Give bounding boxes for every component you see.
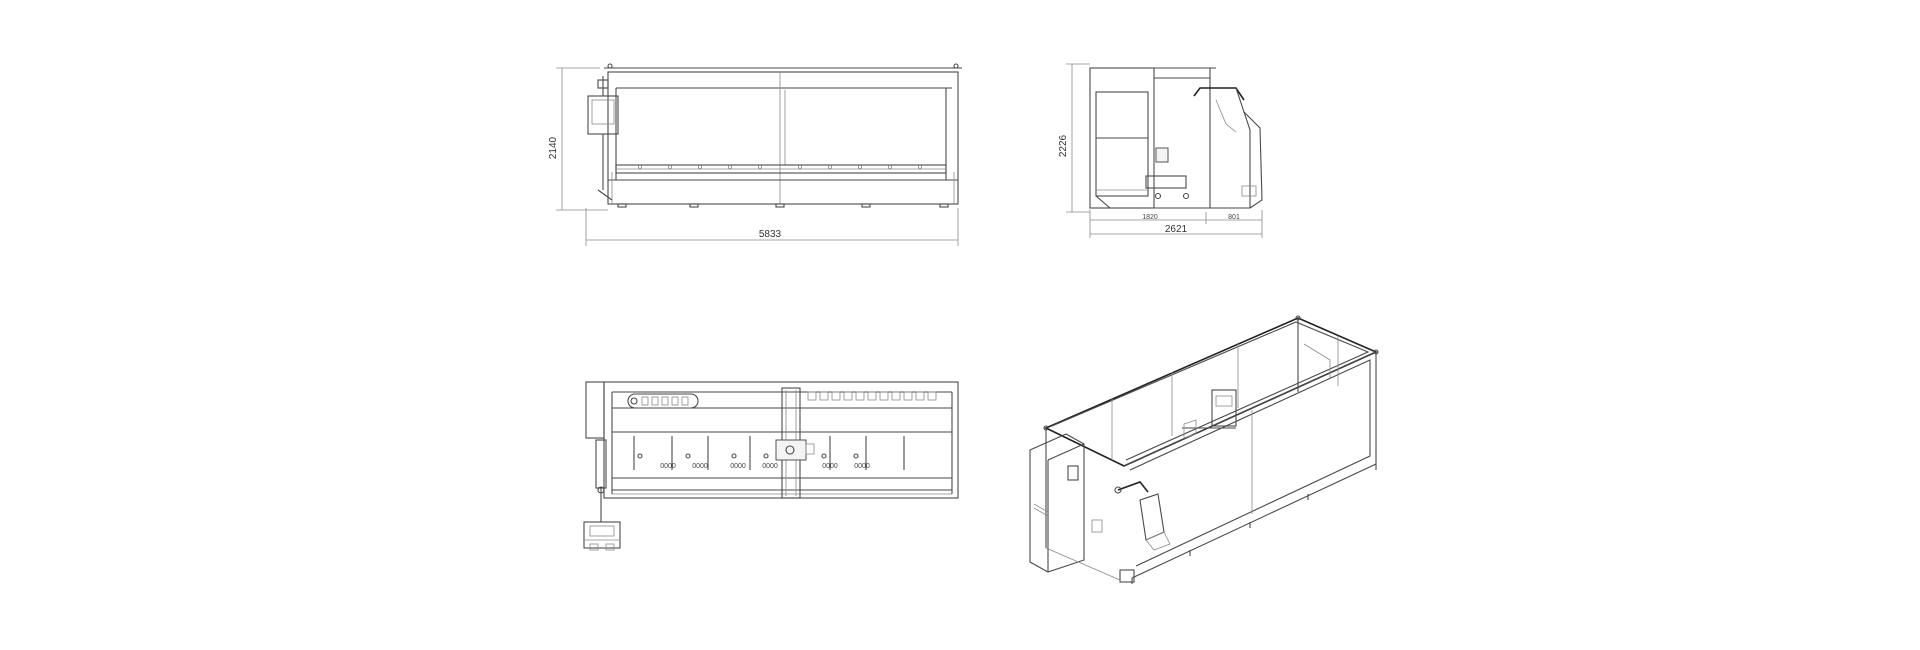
top-view: 0000 0000 0000 0000 0000 0000 — [583, 381, 959, 551]
front-view-width-dimension: 5833 — [759, 229, 782, 240]
side-view-height-dimension: 2226 — [1058, 134, 1069, 157]
top-view-tool-magazine — [627, 391, 937, 409]
jaw-label: 0000 — [692, 463, 708, 470]
isometric-electrical-cabinet — [1029, 433, 1103, 573]
isometric-spindle-unit — [1182, 343, 1331, 439]
front-view-rollers — [638, 164, 923, 169]
front-view-feet — [617, 203, 949, 208]
side-view-dimension-lines — [1066, 63, 1263, 238]
jaw-label: 0000 — [730, 463, 746, 470]
side-view-depth-dimension-a: 1820 — [1142, 214, 1158, 221]
front-view: 5833 2140 — [548, 63, 962, 246]
side-view-depth-dimension-b: 801 — [1228, 214, 1240, 221]
front-view-height-dimension: 2140 — [548, 136, 559, 159]
isometric-control-arm — [1114, 481, 1171, 551]
isometric-view — [1029, 315, 1379, 584]
jaw-label: 0000 — [822, 463, 838, 470]
side-view: 2226 1820 801 2621 — [1058, 63, 1263, 238]
top-view-clamps — [633, 436, 905, 470]
top-view-gantry — [775, 387, 815, 499]
jaw-label: 0000 — [854, 463, 870, 470]
front-view-dimension-lines — [556, 67, 959, 246]
side-view-depth-dimension: 2621 — [1165, 224, 1188, 235]
top-view-operator-pendant — [583, 439, 621, 551]
top-view-jaw-labels: 0000 0000 0000 0000 0000 0000 — [660, 463, 870, 470]
front-view-control-panel — [587, 76, 619, 201]
isometric-legs — [1045, 464, 1377, 584]
jaw-label: 0000 — [762, 463, 778, 470]
jaw-label: 0000 — [660, 463, 676, 470]
